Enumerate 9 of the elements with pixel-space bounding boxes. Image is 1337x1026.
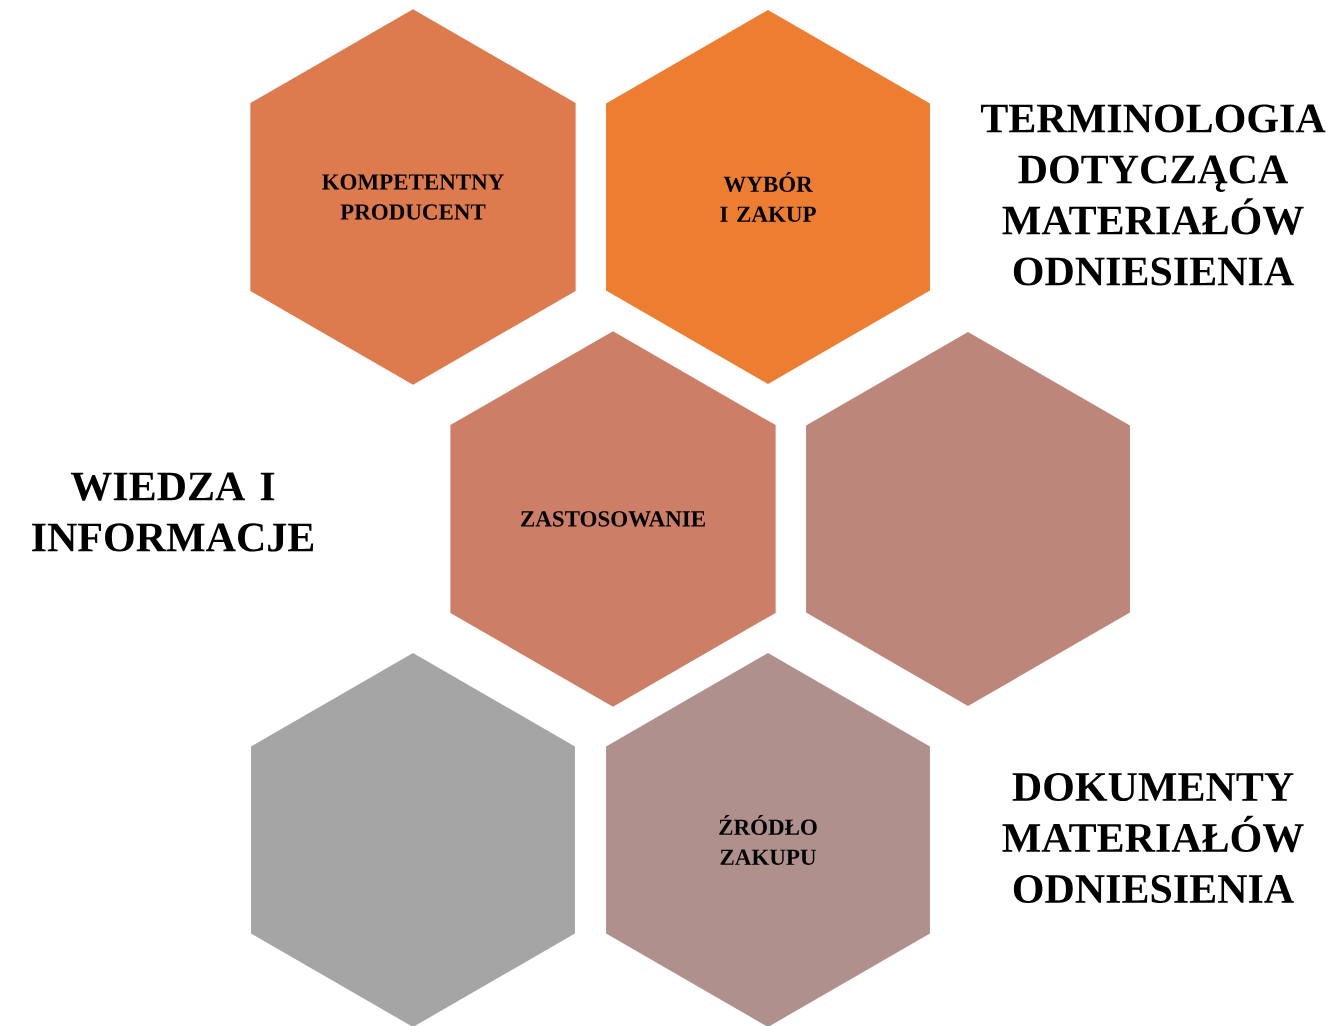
heading-label: TERMINOLOGIA DOTYCZĄCA MATERIAŁÓW ODNIESIENIA xyxy=(981,104,1326,286)
hexagon-box: WYBÓR I ZAKUP xyxy=(606,10,930,384)
hexagon-box: ŹRÓDŁO ZAKUPU xyxy=(606,653,930,1026)
hexagon xyxy=(251,653,575,1026)
heading-label: DOKUMENTY MATERIAŁÓW ODNIESIENIA xyxy=(1002,772,1304,904)
heading-label: WIEDZA I INFORMACJE xyxy=(32,472,314,552)
hexagon xyxy=(806,332,1130,706)
hexagon-box: KOMPETENTNY PRODUCENT xyxy=(250,9,576,385)
hexagon-box: ZASTOSOWANIE xyxy=(450,331,776,707)
